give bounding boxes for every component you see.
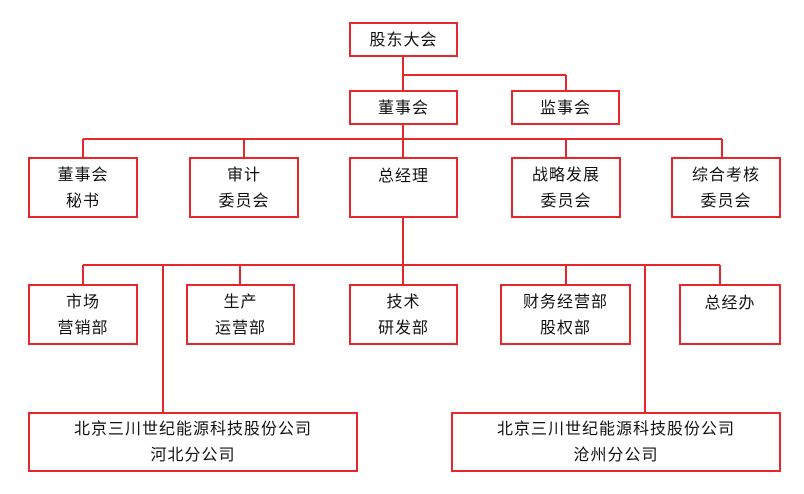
gm-office-box: 总经办 <box>679 284 781 345</box>
shareholders-meeting-box: 股东大会 <box>349 22 458 57</box>
marketing-dept-box: 市场 营销部 <box>28 284 138 345</box>
box-label: 北京三川世纪能源科技股份公司 <box>496 419 735 438</box>
supervisory-board-box: 监事会 <box>511 90 620 125</box>
general-manager-box: 总经理 <box>349 157 458 218</box>
box-label: 秘书 <box>65 190 100 210</box>
box-label: 总经理 <box>377 166 429 185</box>
box-label: 河北分公司 <box>150 445 236 464</box>
box-label: 董事会 <box>377 97 429 117</box>
audit-committee-box: 审计 委员会 <box>189 157 299 218</box>
box-label: 财务经营部 <box>522 291 608 311</box>
box-label: 运营部 <box>214 317 266 337</box>
hebei-branch-box: 北京三川世纪能源科技股份公司 河北分公司 <box>28 412 358 472</box>
finance-dept-box: 财务经营部 股权部 <box>500 284 631 345</box>
box-label: 营销部 <box>57 317 109 337</box>
box-label: 技术 <box>386 291 421 311</box>
box-label: 监事会 <box>539 97 591 117</box>
rnd-dept-box: 技术 研发部 <box>349 284 458 345</box>
box-label: 总经办 <box>704 293 756 312</box>
box-label: 市场 <box>65 291 100 311</box>
box-label: 综合考核 <box>691 164 760 184</box>
box-label: 委员会 <box>218 190 270 210</box>
box-label: 审计 <box>226 164 261 184</box>
production-dept-box: 生产 运营部 <box>186 284 295 345</box>
board-of-directors-box: 董事会 <box>349 90 458 125</box>
box-label: 委员会 <box>540 190 592 210</box>
box-label: 股权部 <box>539 317 591 337</box>
assessment-committee-box: 综合考核 委员会 <box>671 157 781 218</box>
box-label: 生产 <box>223 291 258 311</box>
box-label: 北京三川世纪能源科技股份公司 <box>73 419 312 438</box>
strategy-committee-box: 战略发展 委员会 <box>511 157 621 218</box>
box-label: 董事会 <box>57 164 109 184</box>
box-label: 股东大会 <box>369 29 438 49</box>
box-label: 沧州分公司 <box>573 445 659 464</box>
cangzhou-branch-box: 北京三川世纪能源科技股份公司 沧州分公司 <box>451 412 781 472</box>
board-secretary-box: 董事会 秘书 <box>28 157 138 218</box>
box-label: 研发部 <box>377 317 429 337</box>
box-label: 委员会 <box>700 190 752 210</box>
box-label: 战略发展 <box>531 164 600 184</box>
